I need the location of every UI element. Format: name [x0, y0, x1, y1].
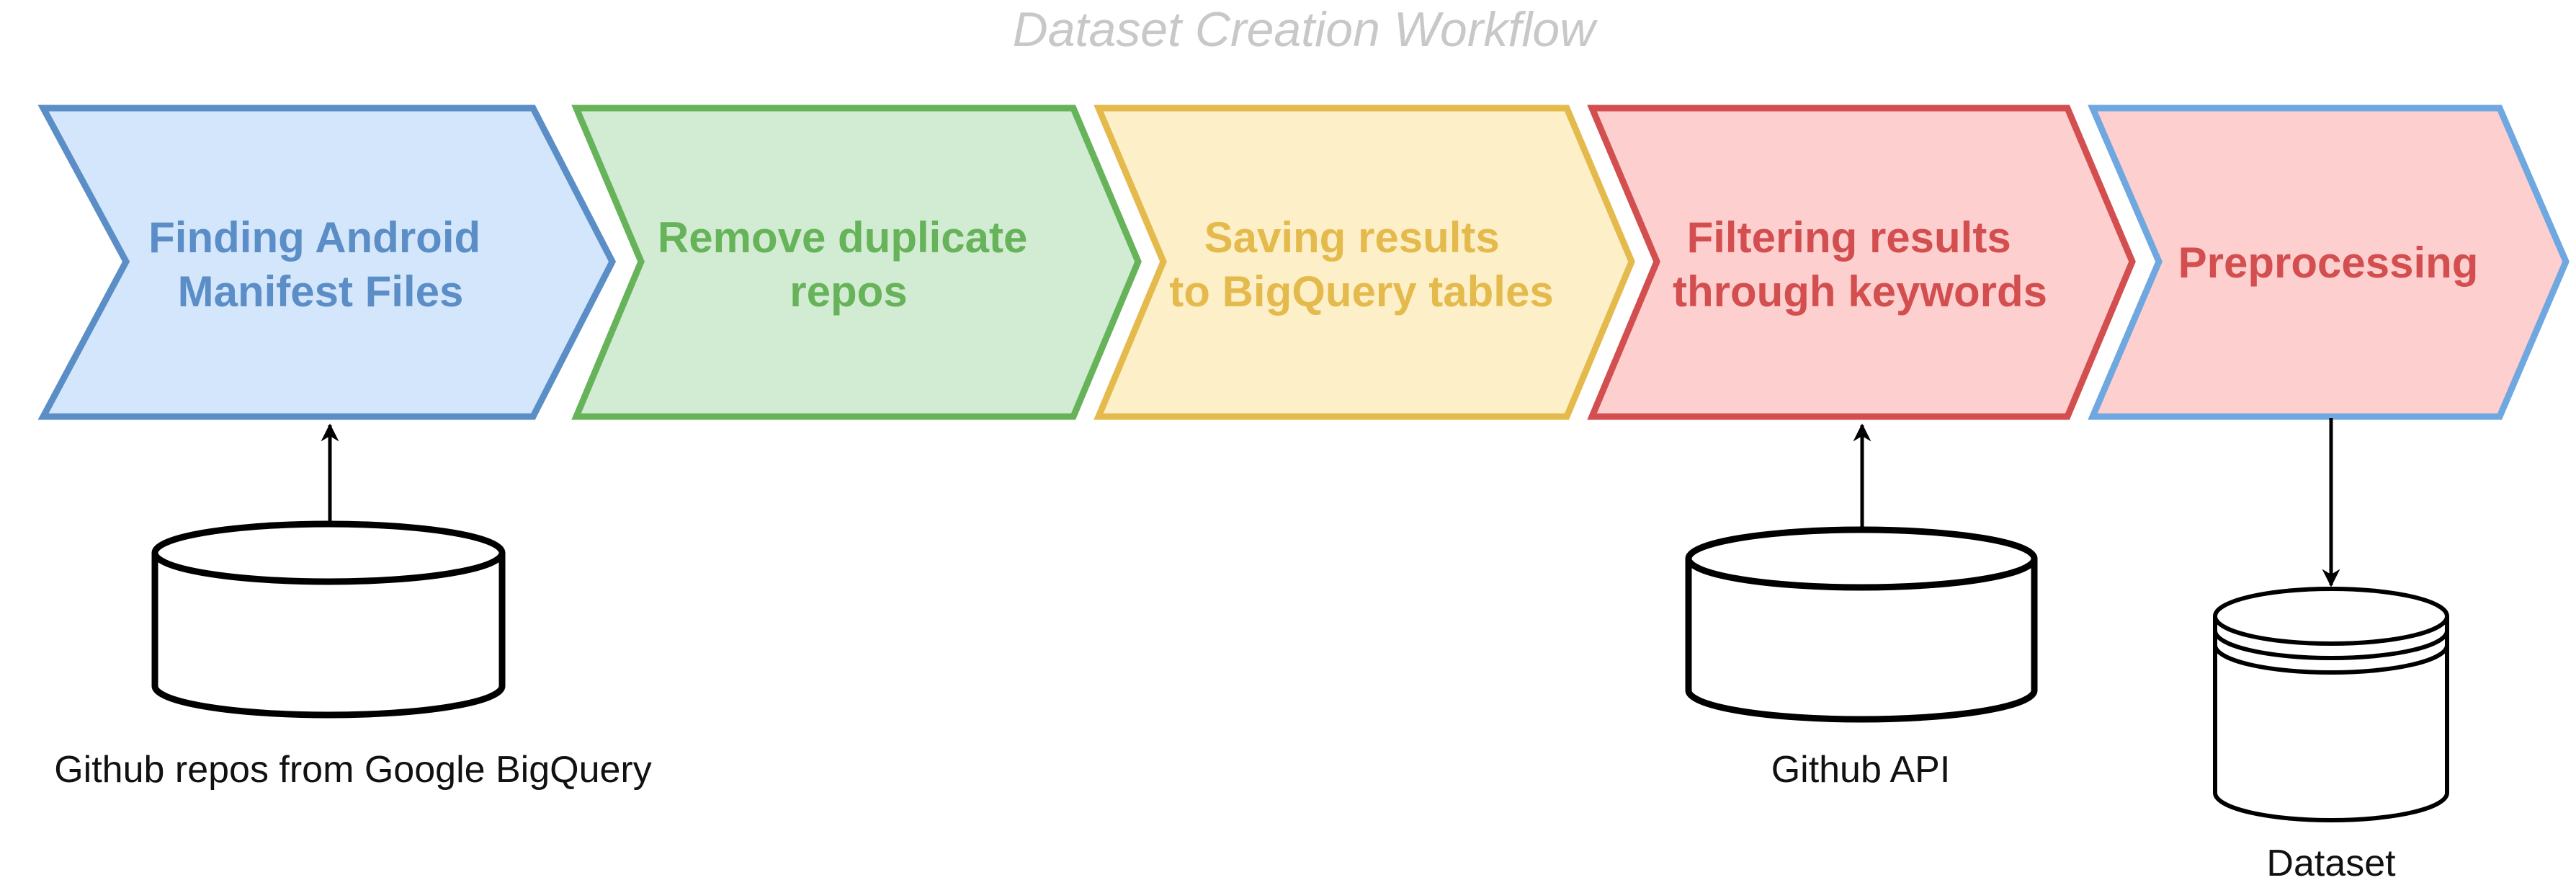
step-preprocessing-shape — [2088, 105, 2570, 420]
step-filter-keywords-line-2: through keywords — [1673, 267, 2047, 316]
step-preprocessing: Preprocessing — [2088, 105, 2570, 420]
step-save-bigquery-shape — [1094, 105, 1635, 420]
diagram-title: Dataset Creation Workflow — [1013, 2, 1598, 57]
db-dataset-body — [2213, 616, 2449, 822]
step-save-bigquery: Saving results to BigQuery tables — [1094, 105, 1635, 420]
step-remove-duplicates-line-2: repos — [790, 267, 907, 316]
step-remove-duplicates: Remove duplicate repos — [571, 105, 1142, 420]
db-github-api-body — [1685, 559, 2038, 723]
step-save-bigquery-line-1: Saving results — [1204, 213, 1500, 262]
db-dataset-ring-2 — [2213, 644, 2449, 675]
db-github-bigquery-body — [151, 553, 506, 719]
step-find-manifest-label: Finding Android Manifest Files — [148, 213, 493, 316]
step-save-bigquery-label: Saving results to BigQuery tables — [1169, 213, 1553, 316]
db-dataset-top — [2213, 587, 2449, 646]
db-github-api — [1685, 526, 2038, 723]
step-find-manifest: Finding Android Manifest Files — [37, 105, 617, 420]
step-filter-keywords: Filtering results through keywords — [1587, 105, 2136, 420]
db-github-api-top — [1685, 526, 2038, 591]
db-dataset — [2213, 587, 2449, 822]
db-github-bigquery-top — [151, 520, 506, 585]
db-github-bigquery — [151, 520, 506, 719]
db-dataset-ring-1 — [2213, 630, 2449, 660]
step-remove-duplicates-shape — [571, 105, 1142, 420]
step-remove-duplicates-line-1: Remove duplicate — [658, 213, 1028, 262]
step-find-manifest-line-2: Manifest Files — [178, 267, 464, 316]
step-preprocessing-line-1: Preprocessing — [2178, 239, 2479, 287]
db-github-bigquery-label: Github repos from Google BigQuery — [54, 749, 652, 791]
step-save-bigquery-line-2: to BigQuery tables — [1169, 267, 1553, 316]
step-find-manifest-line-1: Finding Android — [148, 213, 480, 262]
step-find-manifest-shape — [37, 105, 617, 420]
step-filter-keywords-label: Filtering results through keywords — [1673, 213, 2047, 316]
step-remove-duplicates-label: Remove duplicate repos — [658, 213, 1039, 316]
db-github-api-label: Github API — [1771, 749, 1951, 791]
db-dataset-label: Dataset — [2266, 843, 2396, 884]
step-preprocessing-label: Preprocessing — [2178, 239, 2479, 287]
step-filter-keywords-shape — [1587, 105, 2136, 420]
step-filter-keywords-line-1: Filtering results — [1687, 213, 2011, 262]
